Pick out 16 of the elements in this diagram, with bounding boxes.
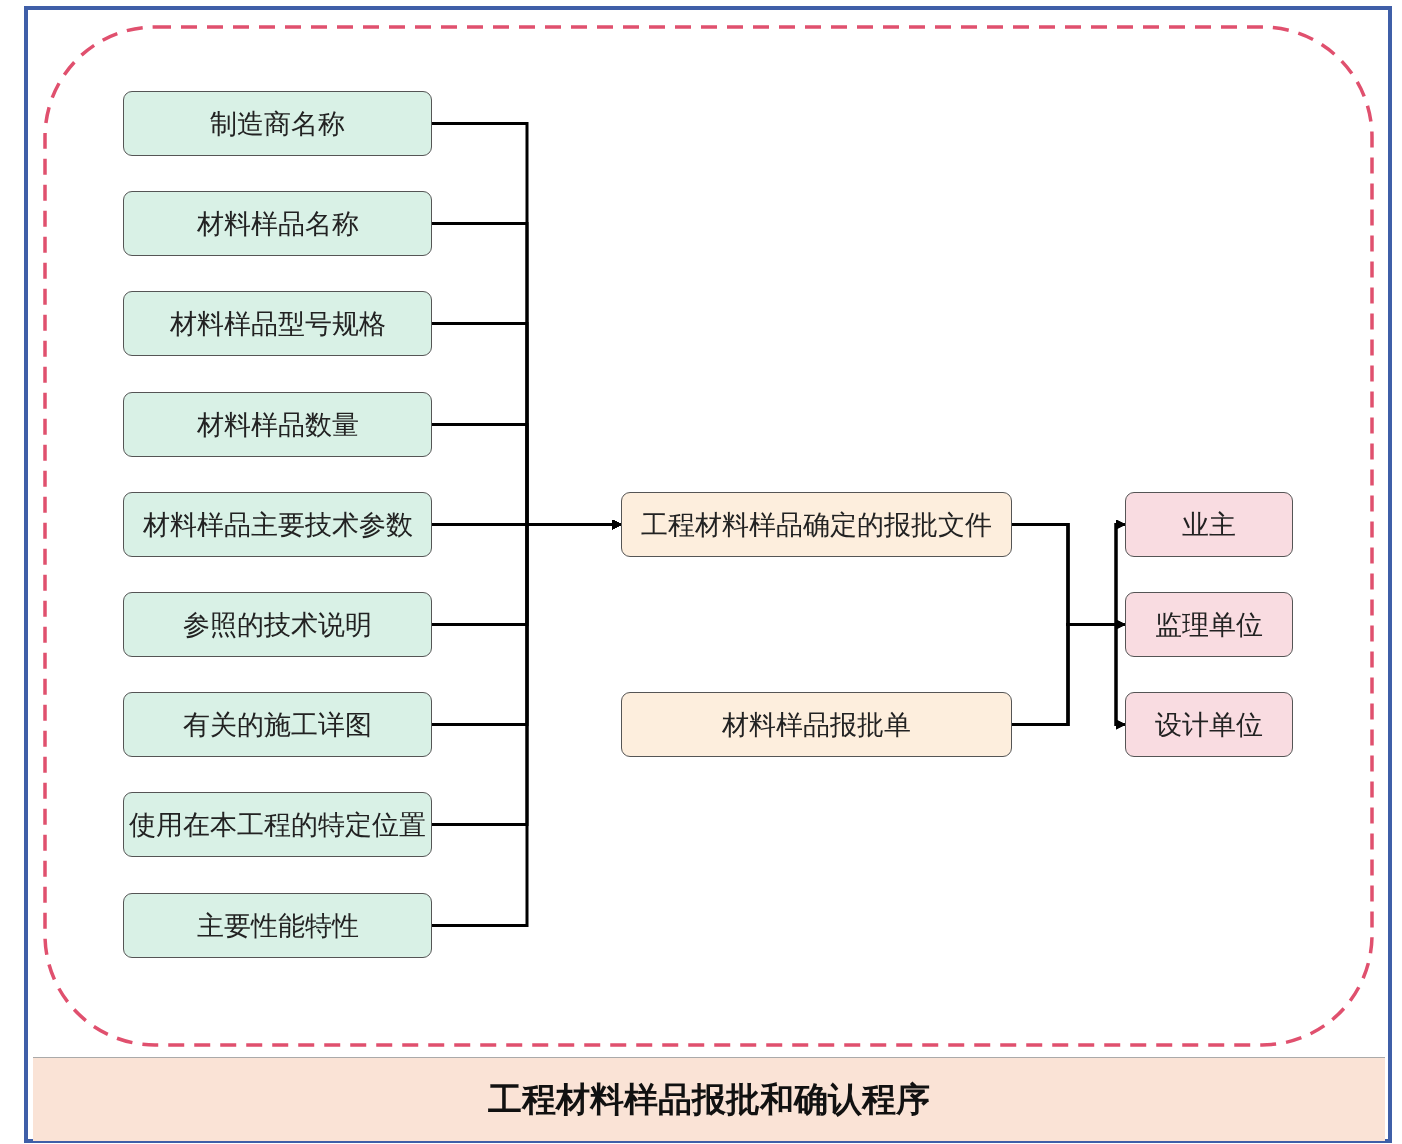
process-box: 使用在本工程的特定位置 <box>123 792 432 857</box>
process-box: 制造商名称 <box>123 91 432 156</box>
process-box: 材料样品报批单 <box>621 692 1012 757</box>
arrow <box>432 519 622 927</box>
process-box: 监理单位 <box>1125 592 1293 657</box>
process-box: 业主 <box>1125 492 1293 557</box>
caption-bar: 工程材料样品报批和确认程序 <box>33 1057 1385 1141</box>
process-box: 参照的技术说明 <box>123 592 432 657</box>
process-box: 材料样品型号规格 <box>123 291 432 356</box>
process-box: 材料样品名称 <box>123 191 432 256</box>
process-box: 材料样品主要技术参数 <box>123 492 432 557</box>
process-box: 设计单位 <box>1125 692 1293 757</box>
process-box: 有关的施工详图 <box>123 692 432 757</box>
process-box: 材料样品数量 <box>123 392 432 457</box>
process-box: 主要性能特性 <box>123 893 432 958</box>
process-box: 工程材料样品确定的报批文件 <box>621 492 1012 557</box>
